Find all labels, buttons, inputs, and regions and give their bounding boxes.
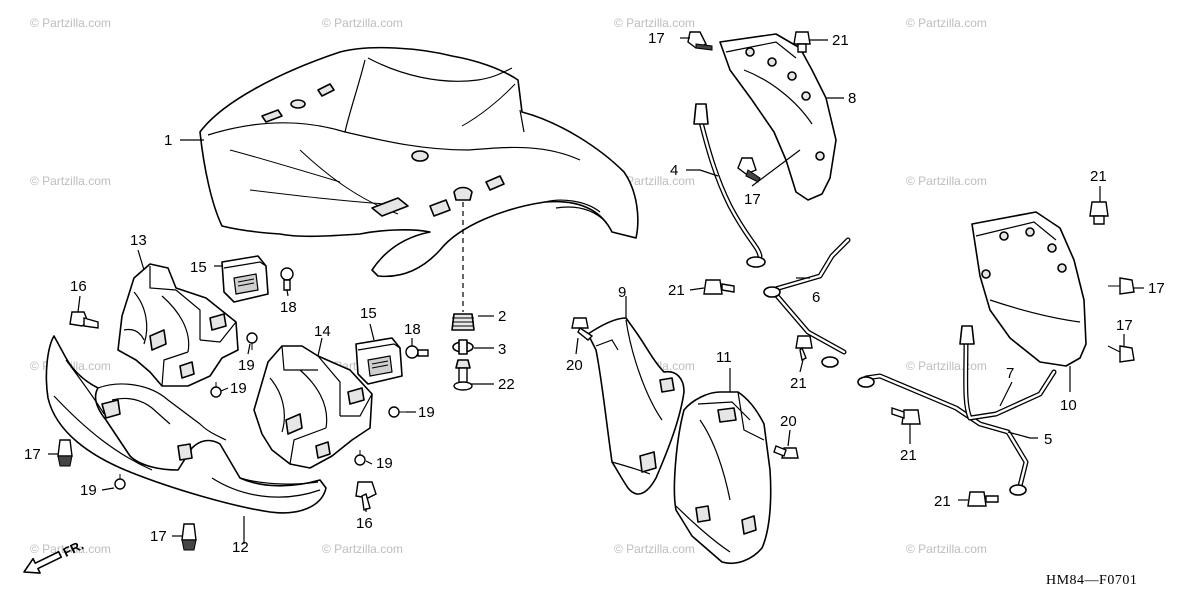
watermark: © Partzilla.com xyxy=(906,174,987,188)
watermark: © Partzilla.com xyxy=(906,359,987,373)
callout-1[interactable]: 1 xyxy=(164,132,172,149)
callout-12[interactable]: 12 xyxy=(232,539,249,556)
callout-5[interactable]: 5 xyxy=(1044,431,1052,448)
mud-guard-part-8[interactable] xyxy=(719,33,837,201)
callout-18[interactable]: 18 xyxy=(404,321,421,338)
stay-rod-part-7[interactable] xyxy=(959,325,1057,421)
watermark: © Partzilla.com xyxy=(30,174,111,188)
callout-16[interactable]: 16 xyxy=(356,515,373,532)
callout-19[interactable]: 19 xyxy=(80,482,97,499)
callout-22[interactable]: 22 xyxy=(498,376,515,393)
side-cover-part-9[interactable] xyxy=(587,317,685,495)
callout-21[interactable]: 21 xyxy=(790,375,807,392)
callout-17[interactable]: 17 xyxy=(1116,317,1133,334)
callout-11[interactable]: 11 xyxy=(716,349,732,366)
callout-21[interactable]: 21 xyxy=(668,282,685,299)
callout-14[interactable]: 14 xyxy=(314,323,331,340)
watermark: © Partzilla.com xyxy=(322,16,403,30)
callouts: 1 2 3 4 5 6 7 8 9 10 11 12 13 14 15 15 1… xyxy=(24,30,1165,556)
socket-part-15-right[interactable] xyxy=(355,337,403,385)
callout-21[interactable]: 21 xyxy=(1090,168,1107,185)
stay-rod-part-5[interactable] xyxy=(857,373,1029,496)
clip-part-17[interactable] xyxy=(1108,277,1135,295)
socket-part-15-left[interactable] xyxy=(221,255,269,303)
bolt-part-20[interactable] xyxy=(773,445,799,459)
callout-15[interactable]: 15 xyxy=(360,305,377,322)
stay-rod-part-6[interactable] xyxy=(763,237,851,368)
bolt-part-21[interactable] xyxy=(891,407,921,425)
callout-8[interactable]: 8 xyxy=(848,90,856,107)
callout-20[interactable]: 20 xyxy=(566,357,583,374)
callout-4[interactable]: 4 xyxy=(670,162,678,179)
screw-part-19[interactable] xyxy=(354,450,366,466)
bolt-part-16[interactable] xyxy=(69,311,99,329)
callout-17[interactable]: 17 xyxy=(648,30,665,47)
arrow-icon xyxy=(23,550,63,574)
stay-rod-part-4[interactable] xyxy=(693,103,766,268)
front-arrow-label: FR. xyxy=(60,537,85,560)
callout-16[interactable]: 16 xyxy=(70,278,87,295)
callout-3[interactable]: 3 xyxy=(498,341,506,358)
watermark: © Partzilla.com xyxy=(906,542,987,556)
callout-2[interactable]: 2 xyxy=(498,308,506,325)
bolt-part-18[interactable] xyxy=(405,345,429,359)
inner-panel-part-11[interactable] xyxy=(673,391,772,564)
callout-13[interactable]: 13 xyxy=(130,232,147,249)
front-fender-part-1[interactable] xyxy=(199,46,639,278)
bolt-part-21[interactable] xyxy=(703,279,735,295)
bolt-part-21[interactable] xyxy=(793,31,811,53)
leader-lines xyxy=(48,37,1144,544)
watermark: © Partzilla.com xyxy=(322,542,403,556)
front-bumper-part-12[interactable] xyxy=(45,335,327,514)
clip-part-17[interactable] xyxy=(1107,345,1135,363)
bolt-part-21[interactable] xyxy=(795,335,813,362)
screw-part-19[interactable] xyxy=(388,406,406,418)
bolt-part-21[interactable] xyxy=(1089,201,1109,225)
callout-19[interactable]: 19 xyxy=(376,455,393,472)
bolt-part-18[interactable] xyxy=(280,267,294,291)
callout-7[interactable]: 7 xyxy=(1006,365,1014,382)
headlight-housing-part-13[interactable] xyxy=(117,263,239,387)
callout-17[interactable]: 17 xyxy=(24,446,41,463)
callout-21[interactable]: 21 xyxy=(900,447,917,464)
bolt-part-20[interactable] xyxy=(571,317,594,341)
watermark: © Partzilla.com xyxy=(614,16,695,30)
bolt-part-16[interactable] xyxy=(355,481,377,511)
clip-part-17[interactable] xyxy=(687,31,713,51)
clip-part-17[interactable] xyxy=(181,523,197,551)
watermark: © Partzilla.com xyxy=(30,542,111,556)
callout-19[interactable]: 19 xyxy=(230,380,247,397)
callout-17[interactable]: 17 xyxy=(1148,280,1165,297)
callout-20[interactable]: 20 xyxy=(780,413,797,430)
clip-part-17[interactable] xyxy=(57,439,73,467)
screw-part-19[interactable] xyxy=(210,382,222,398)
callout-19[interactable]: 19 xyxy=(238,357,255,374)
callout-18[interactable]: 18 xyxy=(280,299,297,316)
callout-15[interactable]: 15 xyxy=(190,259,207,276)
watermark: © Partzilla.com xyxy=(906,16,987,30)
callout-19[interactable]: 19 xyxy=(418,404,435,421)
callout-21[interactable]: 21 xyxy=(934,493,951,510)
diagram-code: HM84—F0701 xyxy=(1046,573,1137,588)
headlight-housing-part-14[interactable] xyxy=(253,345,373,469)
watermark: © Partzilla.com xyxy=(30,16,111,30)
callout-17[interactable]: 17 xyxy=(150,528,167,545)
watermark: © Partzilla.com xyxy=(614,542,695,556)
screw-part-19[interactable] xyxy=(114,474,126,490)
callout-21[interactable]: 21 xyxy=(832,32,849,49)
mount-stack-parts-2-3-22[interactable] xyxy=(451,313,475,391)
bolt-part-21[interactable] xyxy=(967,491,999,507)
callout-6[interactable]: 6 xyxy=(812,289,820,306)
mud-guard-part-10[interactable] xyxy=(971,211,1087,367)
callout-9[interactable]: 9 xyxy=(618,284,626,301)
callout-17[interactable]: 17 xyxy=(744,191,761,208)
screw-part-19[interactable] xyxy=(246,332,258,350)
watermark: © Partzilla.com xyxy=(614,174,695,188)
callout-10[interactable]: 10 xyxy=(1060,397,1077,414)
fasteners xyxy=(57,31,1135,551)
clip-part-17[interactable] xyxy=(737,157,761,183)
